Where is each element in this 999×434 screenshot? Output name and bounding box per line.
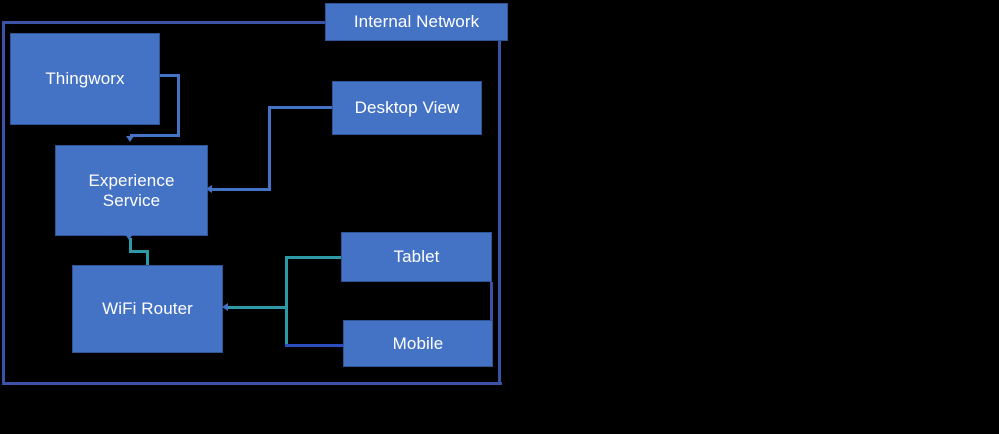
connector-router-trunk-v [285, 256, 288, 346]
connector-experience-to-router-arrow [125, 234, 133, 240]
connector-experience-to-router-v2 [146, 250, 149, 266]
node-experience-service[interactable]: Experience Service [55, 145, 208, 236]
connector-experience-to-desktop-h1 [268, 106, 334, 109]
connector-thingworx-to-experience-v [177, 74, 180, 137]
node-tablet-label: Tablet [393, 247, 440, 267]
connector-thingworx-to-experience-h1 [159, 74, 180, 77]
node-thingworx-label: Thingworx [45, 69, 125, 89]
node-wifi-router[interactable]: WiFi Router [72, 265, 223, 353]
boundary-left-edge [2, 21, 5, 385]
node-wifi-router-label: WiFi Router [102, 299, 193, 319]
connector-experience-to-desktop-h2 [212, 188, 271, 191]
connector-router-trunk-arrow [222, 303, 228, 311]
boundary-top-edge [3, 21, 327, 24]
node-mobile-label: Mobile [392, 333, 444, 353]
connector-router-to-tablet-h [285, 256, 343, 259]
connector-experience-to-desktop-arrow [206, 185, 212, 193]
boundary-right-edge [498, 40, 501, 385]
connector-experience-to-desktop-v [268, 106, 271, 191]
connector-router-to-mobile-h [285, 344, 345, 347]
node-tablet[interactable]: Tablet [341, 232, 492, 282]
node-internal-network-label: Internal Network [353, 12, 480, 32]
boundary-bottom-edge [2, 382, 502, 385]
connector-router-trunk-h [228, 306, 288, 309]
connector-thingworx-to-experience-h2 [130, 134, 180, 137]
node-desktop-view[interactable]: Desktop View [332, 81, 482, 135]
node-experience-service-label: Experience Service [88, 170, 175, 210]
connector-experience-to-router-h [129, 250, 149, 253]
node-internal-network[interactable]: Internal Network [325, 3, 508, 41]
node-thingworx[interactable]: Thingworx [10, 33, 160, 125]
connector-thingworx-to-experience-arrow [126, 136, 134, 142]
boundary-right-stub-tablet [490, 282, 493, 322]
connector-experience-to-router-v1 [129, 238, 132, 252]
node-mobile[interactable]: Mobile [343, 320, 493, 367]
node-desktop-view-label: Desktop View [354, 98, 460, 118]
